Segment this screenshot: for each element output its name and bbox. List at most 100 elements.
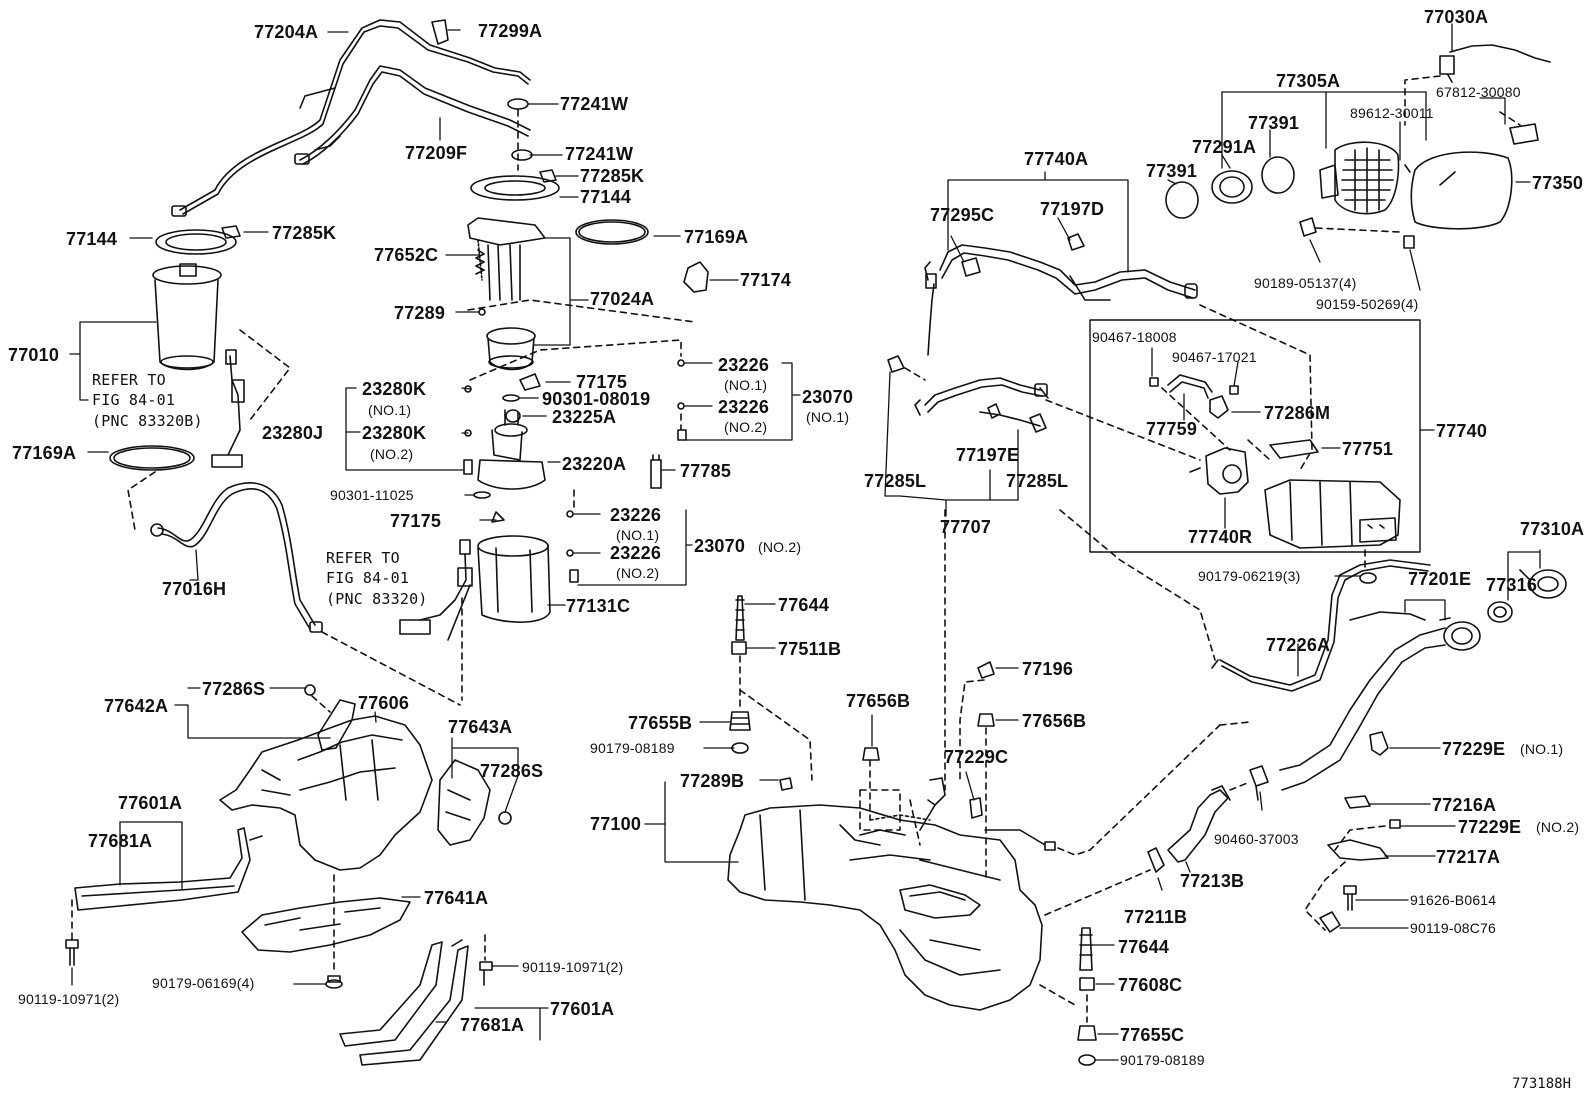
part-label: 77286S (202, 679, 266, 699)
part-label: 90189-05137(4) (1254, 275, 1357, 291)
hose-77740A (924, 244, 1198, 301)
part-label: 77295C (930, 205, 995, 225)
part-label: 77641A (424, 888, 489, 908)
sender-wire-mid (399, 539, 473, 641)
part-note: (NO.1) (806, 409, 850, 425)
retainer-77175-top (519, 373, 541, 391)
part-label: 77286M (1264, 403, 1331, 423)
clamp-77196 (977, 661, 995, 679)
gauge-assy-77010 (152, 263, 222, 371)
clip-77285K-left (221, 225, 241, 239)
part-label: 77286S (480, 761, 544, 781)
part-label: 77229E (1458, 817, 1522, 837)
refer-note-line: REFER TO (92, 371, 166, 389)
bolt-90119-10971-right (479, 961, 493, 986)
retainer-77144-center (470, 175, 560, 201)
part-label: 77656B (1022, 711, 1087, 731)
part-label: 77100 (590, 814, 642, 834)
bracket-77216A (1344, 795, 1371, 809)
protector-77641A (241, 897, 411, 953)
fuel-pipe-77209F (294, 65, 531, 165)
retainer-77144-left (155, 229, 237, 255)
part-label: 77740R (1188, 527, 1253, 547)
bracket-77229E-1 (1369, 731, 1389, 756)
refer-note-mid: REFER TO FIG 84-01 (PNC 83320) (326, 548, 428, 609)
lid-77350 (1410, 151, 1513, 230)
ring-77316 (1487, 601, 1513, 623)
hose-77759 (1167, 374, 1213, 399)
part-label: 77291A (1192, 137, 1257, 157)
refer-note-left: REFER TO FIG 84-01 (PNC 83320B) (92, 370, 203, 431)
part-label: 77209F (405, 143, 468, 163)
bracket-77174 (683, 261, 709, 293)
fuel-pipe-77204A (171, 19, 531, 217)
grommet-77656B-right (977, 713, 995, 727)
part-label: 90179-06169(4) (152, 975, 255, 991)
part-label: 77285K (272, 223, 337, 243)
protector-77643A (437, 759, 491, 846)
cap-77310A (1519, 569, 1567, 599)
part-label: 77655B (628, 713, 693, 733)
hose-77229C (919, 777, 983, 831)
screw-90159-50269 (1403, 235, 1415, 249)
clamp-77285L-left (887, 355, 905, 373)
refer-note-line: FIG 84-01 (326, 569, 410, 588)
part-label: 89612-30011 (1350, 105, 1434, 121)
part-label: 77226A (1266, 635, 1331, 655)
gasket-77241W-b (511, 149, 533, 161)
part-label: 77391 (1146, 161, 1198, 181)
part-label: 77606 (358, 693, 410, 713)
part-note: (NO.2) (1536, 819, 1580, 835)
tube-77644-top (735, 595, 745, 641)
part-label: 77016H (162, 579, 227, 599)
canister-box (1089, 319, 1421, 553)
part-label: 23225A (552, 407, 617, 427)
filler-pipe-77201E (1279, 611, 1481, 791)
part-label: 77608C (1118, 975, 1183, 995)
clamp-77211B (1147, 847, 1165, 873)
grommet-77511B (731, 641, 747, 655)
breather-tube-77226A (1211, 559, 1431, 692)
part-note: (NO.1) (724, 377, 768, 393)
part-label: 23280J (262, 423, 324, 443)
part-label: 23070 (802, 387, 854, 407)
part-label: 90179-08189 (590, 740, 675, 756)
part-label: 77391 (1248, 113, 1300, 133)
clip-77289B (779, 777, 793, 791)
clip-77229E-2 (1389, 819, 1401, 829)
part-label: 77285L (1006, 471, 1069, 491)
bracket-77751 (1269, 439, 1319, 459)
part-note: (NO.1) (1520, 741, 1564, 757)
part-label: 23280K (362, 379, 427, 399)
part-label: 23226 (610, 543, 662, 563)
part-label: 77030A (1424, 7, 1489, 27)
grommet-77608C (1079, 977, 1095, 991)
part-label: 77197E (956, 445, 1020, 465)
part-label: 90467-18008 (1092, 329, 1177, 345)
part-label: 90159-50269(4) (1316, 296, 1419, 312)
part-label: 91626-B0614 (1410, 892, 1497, 908)
protector-77606 (219, 715, 433, 871)
tube-77644-bottom (1079, 927, 1093, 971)
part-label: 90460-37003 (1214, 831, 1299, 847)
part-label: 77511B (778, 639, 842, 659)
part-label: 77316 (1486, 575, 1538, 595)
refer-note-line: FIG 84-01 (92, 391, 176, 410)
band-77601A-right (339, 939, 469, 1066)
part-label: 77601A (550, 999, 615, 1019)
pump-23220A (477, 409, 546, 490)
gasket-77291A (1211, 170, 1253, 204)
part-label: 90179-08189 (1120, 1052, 1205, 1068)
bolt-90119-10971-left (65, 939, 79, 966)
ring-77391-left (1165, 181, 1199, 219)
part-label: 77216A (1432, 795, 1497, 815)
part-label: 77241W (565, 144, 634, 164)
part-label: 77656B (846, 691, 911, 711)
part-label: 77229C (944, 747, 1009, 767)
bolt-91626-B0614 (1343, 885, 1357, 911)
part-label: 77601A (118, 793, 183, 813)
part-label: 90301-08019 (542, 389, 651, 409)
clamp-77285L-right (1029, 413, 1047, 433)
clamp-77299A (431, 19, 449, 45)
